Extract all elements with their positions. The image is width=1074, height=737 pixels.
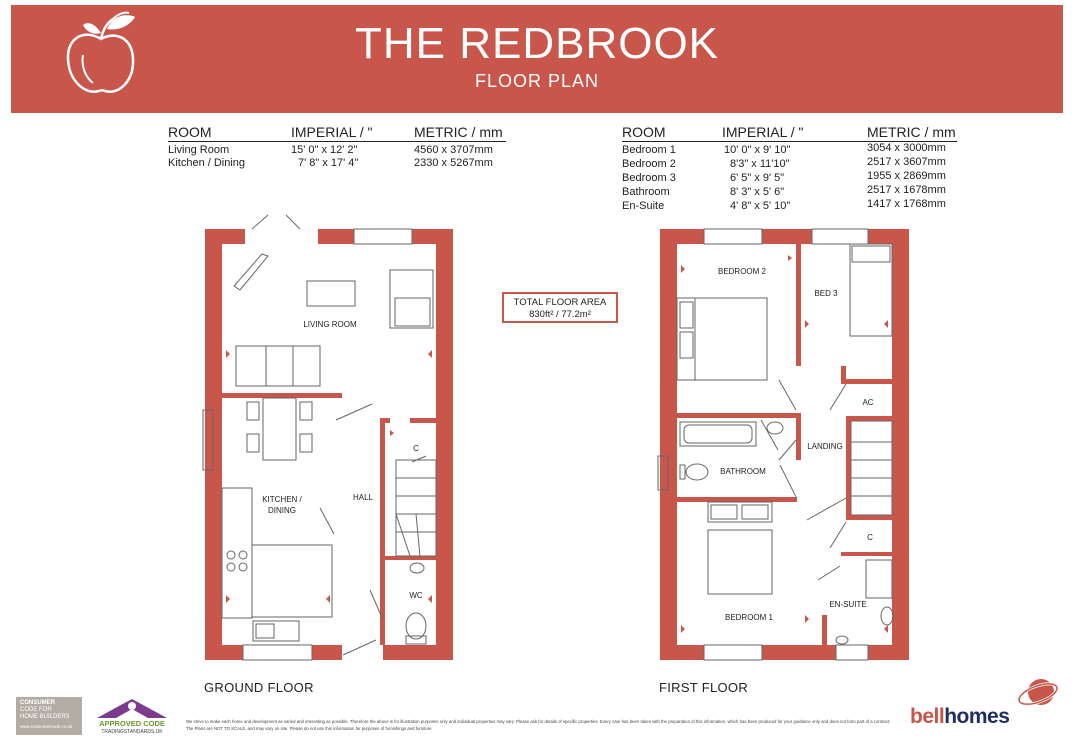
col-metric-header: METRIC / mm [867, 124, 956, 140]
bellhomes-logo-icon [1017, 679, 1059, 706]
total-area-label: TOTAL FLOOR AREA [513, 297, 607, 308]
room-imperial: 7' 8" x 17' 4" [298, 157, 359, 169]
total-area-value: 830ft² / 77.2m² [529, 309, 591, 320]
room-label-bedroom-2: BEDROOM 2 [718, 267, 767, 276]
legal-disclaimer: We strive to make each home and developm… [186, 719, 891, 731]
first-floor-room-table: ROOM IMPERIAL / " METRIC / mm Bedroom 1 … [622, 124, 962, 216]
room-label-cupboard: C [867, 533, 873, 542]
room-imperial: 15' 0" x 12' 2" [291, 144, 358, 156]
ground-floor-markers [226, 350, 432, 603]
bellhomes-brand: bellhomes [908, 677, 1059, 732]
room-label-bedroom-1: BEDROOM 1 [725, 613, 774, 622]
room-imperial: 4' 8" x 5' 10" [730, 200, 791, 212]
table-rule [622, 141, 957, 142]
col-metric-header: METRIC / mm [414, 124, 503, 140]
room-name: Kitchen / Dining [168, 157, 246, 169]
room-metric: 3054 x 3000mm [867, 142, 946, 154]
room-label-wc: WC [409, 591, 423, 600]
approved-code-badge: APPROVED CODE TRADINGSTANDARDS.UK [92, 697, 172, 737]
room-name: En-Suite [622, 200, 665, 212]
badge-text: CODE FOR [20, 707, 52, 713]
room-name: Bedroom 3 [622, 172, 676, 184]
first-floor-walls [660, 229, 909, 660]
col-room-header: ROOM [168, 124, 212, 140]
room-label-kitchen-1: KITCHEN / [262, 495, 302, 504]
room-name: Bedroom 1 [622, 144, 676, 156]
room-name: Living Room [168, 144, 230, 156]
ground-floor-plan: LIVING ROOM KITCHEN / DINING HALL C WC [202, 214, 453, 661]
room-metric: 2517 x 1678mm [867, 184, 946, 196]
total-floor-area-box: TOTAL FLOOR AREA 830ft² / 77.2m² [502, 292, 618, 323]
room-label-kitchen-2: DINING [268, 506, 296, 515]
badge-text: APPROVED CODE [99, 719, 165, 728]
room-imperial: 6' 5" x 9' 5" [730, 172, 785, 184]
ground-floor-label: GROUND FLOOR [204, 680, 314, 695]
room-label-bathroom: BATHROOM [720, 467, 766, 476]
first-floor-markers [681, 255, 888, 633]
table-rule [168, 141, 506, 142]
ground-floor-fixtures [202, 214, 437, 661]
room-name: Bathroom [622, 186, 670, 198]
badge-url: www.consumercode.co.uk [20, 724, 73, 729]
badge-text: HOME BUILDERS [20, 714, 70, 720]
room-metric: 1417 x 1768mm [867, 198, 946, 210]
room-label-living: LIVING ROOM [303, 320, 357, 329]
col-room-header: ROOM [622, 124, 666, 140]
brand-part: homes [944, 705, 1010, 728]
approved-code-house-icon [97, 699, 167, 718]
consumer-code-badge: CONSUMER CODE FOR HOME BUILDERS www.cons… [16, 697, 82, 735]
col-imperial-header: IMPERIAL / " [291, 124, 373, 140]
badge-text: TRADINGSTANDARDS.UK [101, 729, 163, 735]
room-label-landing: LANDING [807, 442, 843, 451]
first-floor-fixtures [657, 228, 894, 661]
room-metric: 2330 x 5267mm [414, 157, 493, 169]
room-name: Bedroom 2 [622, 158, 676, 170]
room-metric: 2517 x 3607mm [867, 156, 946, 168]
page-subtitle: FLOOR PLAN [474, 71, 600, 91]
room-metric: 1955 x 2869mm [867, 170, 946, 182]
room-metric: 4560 x 3707mm [414, 144, 493, 156]
room-label-bed-3: BED 3 [814, 289, 838, 298]
badge-text: CONSUMER [20, 700, 56, 706]
room-label-ac: AC [862, 398, 873, 407]
first-floor-label: FIRST FLOOR [659, 680, 749, 695]
ground-floor-room-table: ROOM IMPERIAL / " METRIC / mm Living Roo… [168, 124, 508, 176]
room-imperial: 8' 3" x 5' 6" [730, 186, 785, 198]
page-title: THE REDBROOK [354, 19, 720, 68]
room-imperial: 10' 0" x 9' 10" [724, 144, 791, 156]
col-imperial-header: IMPERIAL / " [722, 124, 804, 140]
apple-logo-icon [66, 11, 135, 93]
header-banner: THE REDBROOK FLOOR PLAN [11, 5, 1063, 113]
brand-part: bell [910, 705, 945, 728]
brand-wordmark: bellhomes [910, 705, 1010, 729]
room-imperial: 8'3" x 11'10" [730, 158, 790, 170]
room-label-cupboard: C [413, 444, 419, 453]
first-floor-plan: BEDROOM 2 BED 3 AC LANDING BATHROOM C EN… [657, 228, 909, 661]
room-label-hall: HALL [353, 493, 374, 502]
room-label-en-suite: EN-SUITE [829, 600, 866, 609]
